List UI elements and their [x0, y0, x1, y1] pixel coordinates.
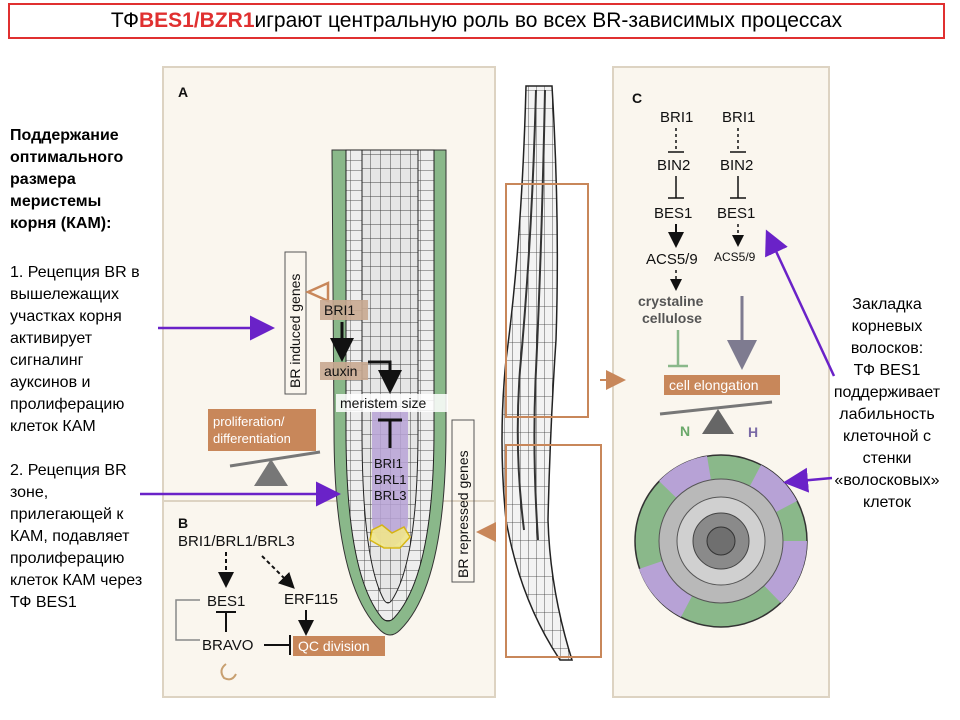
left-heading-line: корня (КАМ): [10, 215, 112, 232]
induced-genes-label: BR induced genes [287, 274, 303, 388]
balance-line-1: proliferation/ [213, 414, 285, 429]
right-caption-line: поддерживает [833, 384, 941, 401]
slide-title: ТФ BES1/BZR1 играют центральную роль во … [8, 3, 945, 39]
c1-bin2: BIN2 [657, 157, 690, 174]
left-heading-line: меристемы [10, 193, 102, 210]
right-caption-line: стенки [862, 450, 912, 467]
title-prefix: ТФ [110, 9, 139, 32]
c2-bin2: BIN2 [720, 157, 753, 174]
receptor-bri1: BRI1 [374, 456, 403, 471]
long-root-image [501, 85, 574, 661]
arrow-to-bes1 [765, 229, 836, 377]
bes1-node: BES1 [207, 593, 245, 610]
elongation-box [664, 375, 780, 395]
left-point-line: КАМ, подавляет [10, 528, 130, 545]
right-caption-line: волосков: [850, 340, 924, 357]
left-point-line: пролиферацию [10, 396, 125, 413]
bravo-feedback-line [175, 599, 200, 641]
right-caption: Закладка корневых волосков: ТФ BES1 подд… [824, 294, 950, 514]
panel-c-label: C [632, 90, 642, 106]
c-balance-fulcrum-icon [702, 409, 734, 434]
left-point-line: пролиферацию [10, 550, 125, 567]
panel-b [162, 502, 496, 698]
root-tip-image [331, 149, 447, 636]
repressed-genes-label: BR repressed genes [455, 450, 471, 578]
meristem-zone-box [505, 444, 602, 658]
c1-crystaline: crystaline [638, 293, 704, 309]
left-point-line: 2. Рецепция BR [10, 462, 127, 479]
auxin-label: auxin [324, 363, 357, 379]
complex-erf-arrow [261, 555, 295, 589]
c2-bri1: BRI1 [722, 109, 755, 126]
c2-bes1: BES1 [717, 205, 755, 222]
qc-division-box [293, 636, 385, 656]
label-h: H [748, 424, 758, 440]
left-point-1: 1. Рецепция BR в вышележащих участках ко… [10, 262, 140, 438]
bravo-qc-inhibit [264, 635, 291, 655]
bravo-loop-icon [220, 663, 237, 681]
right-caption-line: лабильность [839, 406, 935, 423]
qc-division-label: QC division [298, 638, 370, 654]
repressed-genes-box [451, 419, 475, 583]
erf115-node: ERF115 [284, 591, 338, 608]
balance-beam [229, 450, 321, 468]
balance-box [208, 409, 316, 451]
left-point-line: клеток КАМ [10, 418, 96, 435]
left-point-line: зоне, [10, 484, 49, 501]
meristem-tag [336, 394, 448, 412]
induced-arrow-icon [304, 281, 330, 303]
left-heading: Поддержание оптимального размера меристе… [10, 125, 123, 235]
left-point-line: клеток КАМ через [10, 572, 143, 589]
receptor-complex-label: BRI1/BRL1/BRL3 [178, 533, 295, 550]
panel-a-label: A [178, 84, 188, 100]
elongation-label: cell elongation [669, 377, 759, 393]
left-point-line: участках корня [10, 308, 122, 325]
right-caption-line: «волосковых» [834, 472, 940, 489]
c1-cellulose: cellulose [642, 310, 702, 326]
left-point-line: вышележащих [10, 286, 119, 303]
right-caption-line: клеточной с [842, 428, 932, 445]
c2-acs: ACS5/9 [714, 250, 756, 264]
meristem-inhibit-line [378, 418, 402, 448]
left-heading-line: оптимального [10, 149, 124, 166]
bri1-label: BRI1 [324, 302, 355, 318]
title-suffix: играют центральную роль во всех BR-завис… [254, 9, 843, 32]
hair-zone-box [505, 183, 589, 418]
left-point-line: прилегающей к [10, 506, 124, 523]
right-caption-line: корневых [851, 318, 923, 335]
left-point-line: 1. Рецепция BR в [10, 264, 140, 281]
arrow-to-cross-section [783, 467, 833, 493]
balance-line-2: differentiation [213, 431, 291, 446]
bri1-tag [320, 300, 368, 320]
label-n: N [680, 423, 690, 439]
meristem-label: meristem size [340, 395, 427, 411]
right-caption-line: ТФ BES1 [853, 362, 921, 379]
c1-acs: ACS5/9 [646, 251, 698, 268]
left-point-2: 2. Рецепция BR зоне, прилегающей к КАМ, … [10, 460, 142, 614]
bes1-bravo-inhibit [216, 611, 236, 632]
right-caption-line: Закладка [852, 296, 922, 313]
left-heading-line: Поддержание [10, 127, 119, 144]
cellulose-inhibit [668, 330, 688, 368]
title-highlight: BES1/BZR1 [138, 9, 255, 32]
balance-fulcrum-icon [254, 459, 288, 486]
auxin-tag [320, 362, 368, 380]
left-point-line: сигналинг [10, 352, 84, 369]
c1-bes1: BES1 [654, 205, 692, 222]
panel-b-label: B [178, 515, 188, 531]
root-cross-section [634, 454, 808, 628]
left-point-line: активирует [10, 330, 93, 347]
auxin-meristem-arrow [368, 360, 402, 394]
c-balance-beam [659, 400, 773, 416]
left-point-line: ТФ BES1 [10, 594, 77, 611]
left-heading-line: размера [10, 171, 76, 188]
left-point-line: ауксинов и [10, 374, 91, 391]
c1-bri1: BRI1 [660, 109, 693, 126]
induced-genes-box [284, 251, 307, 395]
bravo-node: BRAVO [202, 637, 253, 654]
receptor-brl3: BRL3 [374, 488, 407, 503]
receptor-brl1: BRL1 [374, 472, 407, 487]
right-caption-line: клеток [863, 494, 911, 511]
